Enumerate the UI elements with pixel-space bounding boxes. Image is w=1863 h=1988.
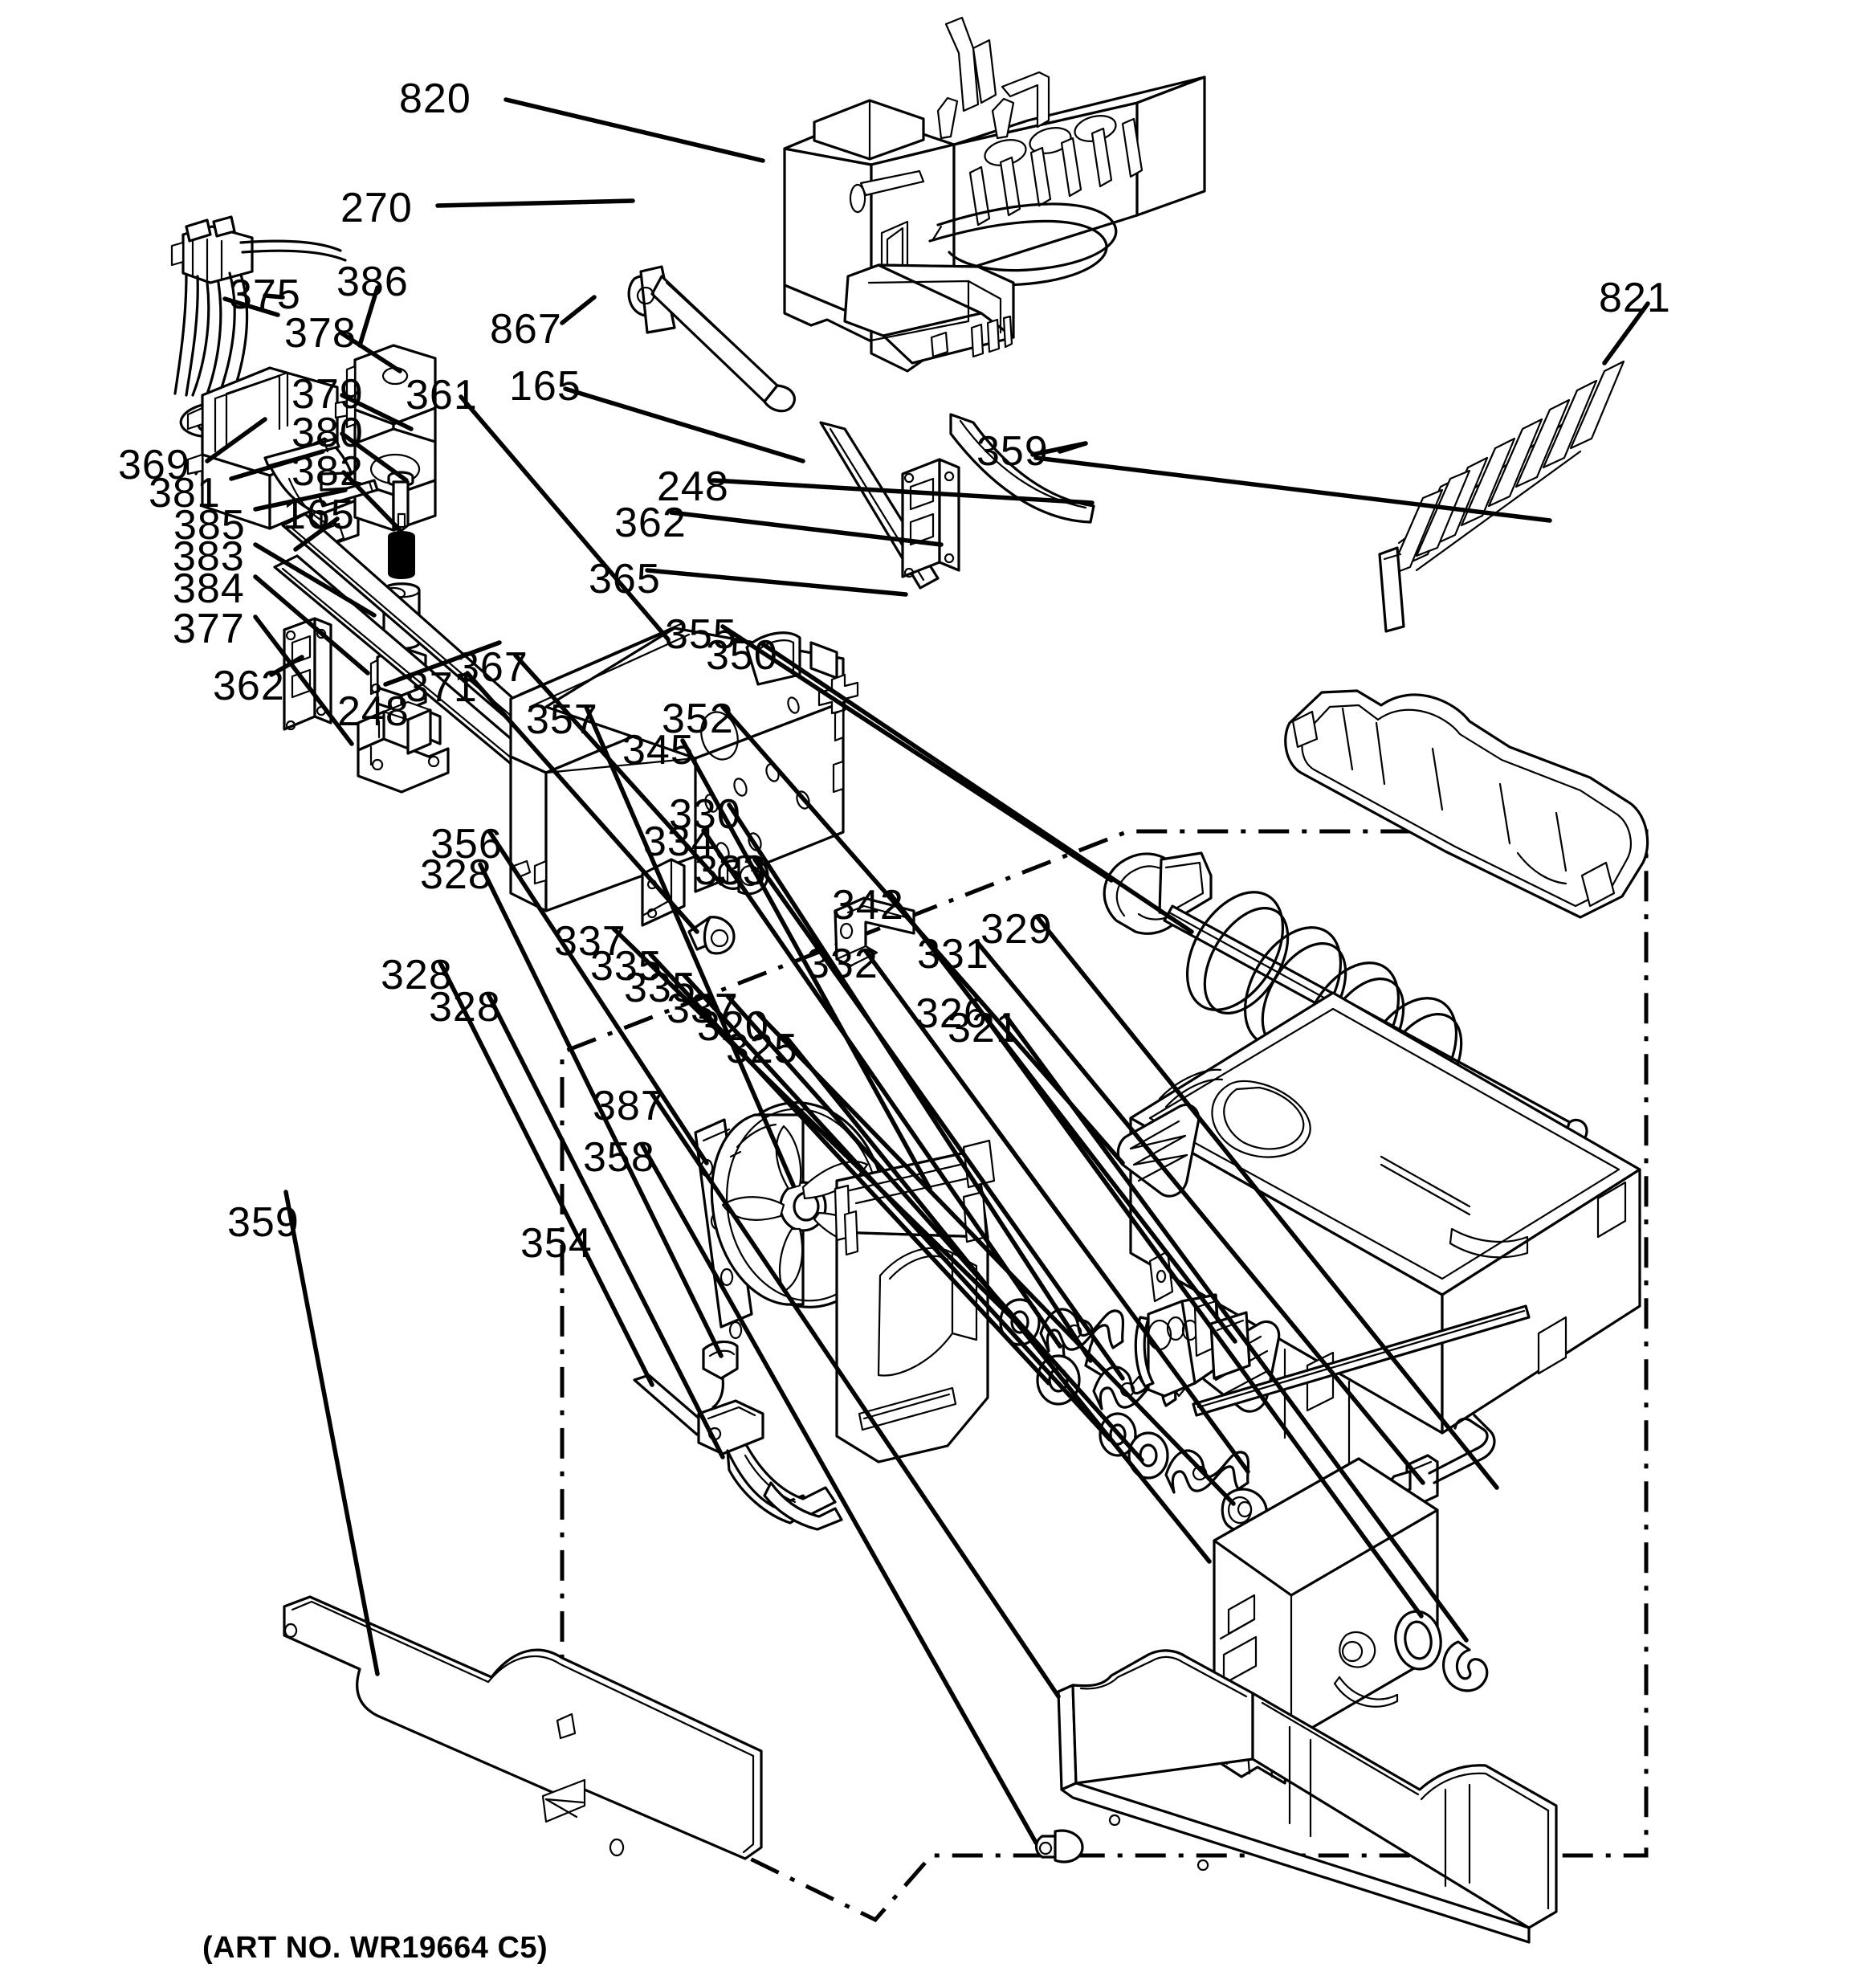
callout-331: 331	[917, 931, 989, 978]
part-377-mounting-bracket	[357, 700, 450, 794]
callout-379: 379	[291, 371, 364, 418]
callout-359-top: 359	[976, 428, 1049, 475]
callout-357: 357	[526, 696, 598, 743]
callout-321: 321	[948, 1005, 1020, 1051]
callout-354: 354	[520, 1220, 593, 1267]
callout-334: 334	[643, 818, 715, 865]
part-337-washer-b	[1127, 1431, 1169, 1480]
callout-333: 333	[695, 847, 767, 894]
callout-358: 358	[583, 1134, 655, 1181]
part-358-screw	[1034, 1829, 1084, 1863]
part-355-auger-coupler	[1103, 851, 1213, 935]
callout-356: 356	[430, 821, 503, 867]
callout-386: 386	[336, 259, 409, 305]
part-387-dispenser-housing	[1057, 1649, 1558, 1944]
part-342-switch-assembly	[1134, 1293, 1251, 1398]
part-329-cradle-rod	[1428, 1414, 1496, 1484]
callout-248-b: 248	[337, 688, 410, 735]
callout-345: 345	[622, 727, 695, 774]
part-362-bracket-left	[283, 617, 332, 731]
callout-165-b: 165	[283, 492, 355, 538]
callout-355: 355	[665, 611, 737, 658]
callout-335-b: 335	[624, 965, 696, 1011]
part-821-crusher-blades	[1378, 360, 1625, 633]
part-362-bracket-center	[901, 458, 960, 578]
callout-165-a: 165	[509, 363, 581, 410]
callout-352: 352	[662, 696, 734, 742]
callout-384: 384	[173, 565, 245, 612]
callout-328-b: 328	[381, 952, 453, 998]
callout-332: 332	[806, 941, 879, 987]
callout-367: 367	[456, 644, 528, 691]
callout-382: 382	[291, 448, 364, 495]
callout-328-c: 328	[429, 984, 501, 1031]
callout-342: 342	[832, 882, 904, 929]
part-270-fill-tube	[627, 265, 796, 413]
part-359-access-panel	[283, 1595, 763, 1860]
callout-328-a: 328	[420, 851, 492, 898]
part-867-ice-chute	[843, 263, 1015, 365]
part-352-ice-bucket	[1116, 991, 1641, 1472]
callout-337-a: 337	[554, 918, 626, 965]
part-371-screw	[687, 916, 736, 955]
callout-381: 381	[149, 470, 221, 516]
callout-375: 375	[229, 271, 301, 318]
callout-329: 329	[980, 906, 1053, 953]
callout-365: 365	[589, 556, 661, 602]
callout-270: 270	[340, 185, 413, 231]
callout-820: 820	[399, 76, 471, 122]
callout-371: 371	[406, 664, 478, 711]
callout-248-a: 248	[657, 463, 729, 510]
part-359-shelf-upper	[1284, 689, 1649, 919]
part-321-e-clip	[1442, 1640, 1489, 1692]
callout-325: 325	[726, 1026, 798, 1072]
callout-385: 385	[173, 502, 246, 549]
callout-387: 387	[593, 1083, 665, 1129]
callout-335-a: 335	[590, 943, 662, 990]
part-361-icemaker-housing	[509, 622, 859, 927]
callout-320: 320	[697, 1003, 769, 1050]
part-328-dispenser-lever	[633, 1340, 843, 1531]
part-381-pin	[263, 437, 340, 467]
part-326-washer	[1394, 1610, 1442, 1671]
callout-361: 361	[406, 372, 478, 418]
leader-lines	[205, 97, 1650, 1845]
callout-380: 380	[291, 410, 364, 456]
part-382-armature	[388, 531, 415, 579]
callout-326: 326	[915, 990, 988, 1037]
callout-377: 377	[173, 606, 245, 652]
part-345-baffle-duct	[834, 1139, 996, 1463]
callout-369: 369	[118, 442, 190, 488]
part-332-wave-clip-c	[1164, 1449, 1250, 1494]
callout-383: 383	[173, 533, 245, 580]
callout-821: 821	[1599, 275, 1671, 321]
callout-330: 330	[669, 791, 741, 838]
callout-337-b: 337	[667, 986, 739, 1032]
art-number-label: (ART NO. WR19664 C5)	[202, 1931, 548, 1965]
callout-362-a: 362	[614, 500, 687, 546]
callout-362-b: 362	[213, 663, 285, 709]
callout-867: 867	[490, 306, 562, 353]
callout-350: 350	[706, 632, 778, 679]
callout-359-bottom: 359	[227, 1199, 300, 1246]
callout-378: 378	[284, 310, 357, 357]
